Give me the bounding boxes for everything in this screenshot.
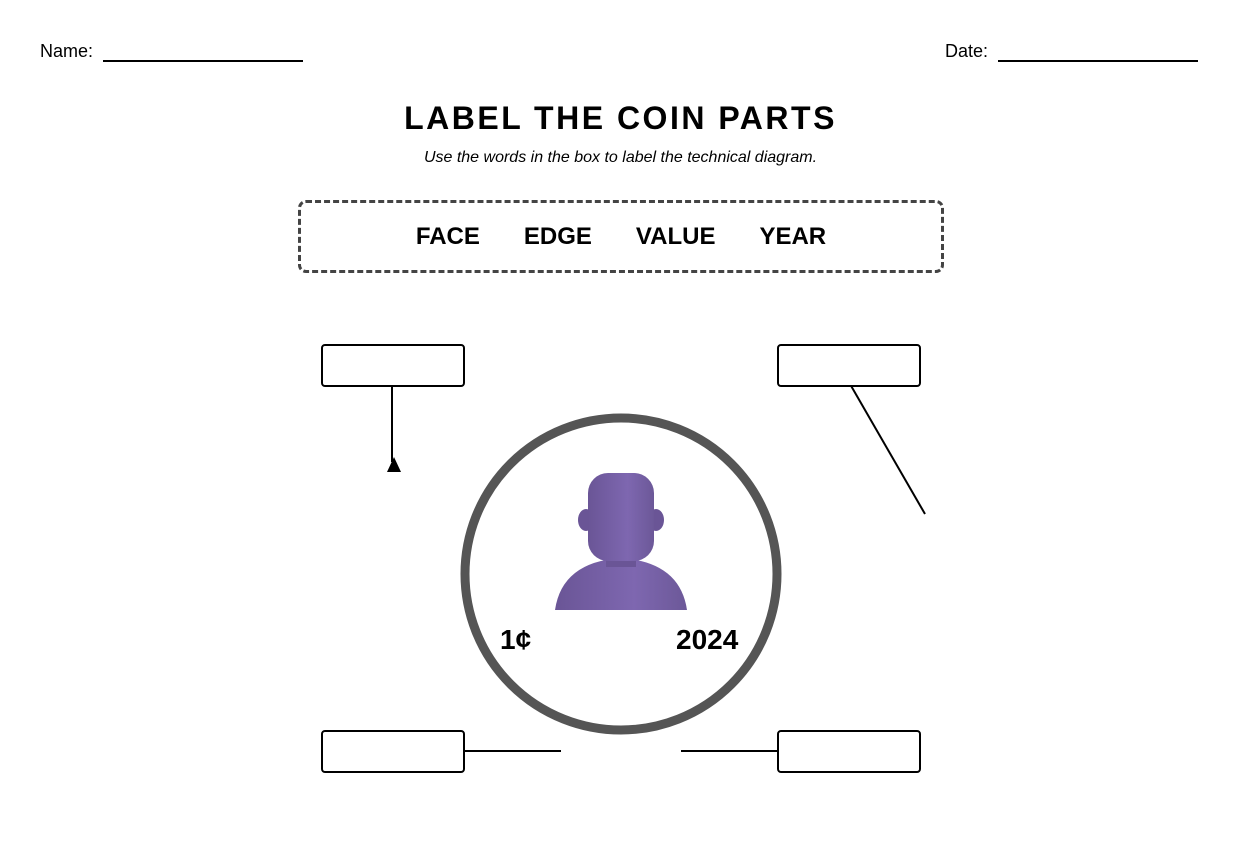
leader-arrowhead — [387, 457, 401, 472]
word-bank-item: YEAR — [759, 222, 827, 250]
word-bank-item: VALUE — [635, 222, 716, 250]
word-bank: FACE EDGE VALUE YEAR — [298, 200, 944, 273]
date-field: Date: — [945, 38, 1199, 62]
answer-box-top-right[interactable] — [777, 344, 921, 387]
date-label: Date: — [945, 41, 989, 61]
word-bank-item: FACE — [415, 222, 480, 250]
date-input-line[interactable] — [998, 38, 1199, 62]
page-title: LABEL THE COIN PARTS — [404, 100, 837, 136]
leader-line-top-right — [849, 383, 926, 515]
answer-box-bottom-left[interactable] — [321, 730, 465, 773]
coin-year-text: 2024 — [676, 624, 739, 655]
portrait-silhouette — [555, 473, 687, 610]
coin-value-text: 1¢ — [500, 624, 531, 655]
answer-box-bottom-right[interactable] — [777, 730, 921, 773]
name-label: Name: — [40, 41, 94, 61]
name-input-line[interactable] — [103, 38, 304, 62]
name-field: Name: — [40, 38, 304, 62]
answer-box-top-left[interactable] — [321, 344, 465, 387]
instructions: Use the words in the box to label the te… — [423, 149, 818, 166]
word-bank-item: EDGE — [523, 222, 592, 250]
